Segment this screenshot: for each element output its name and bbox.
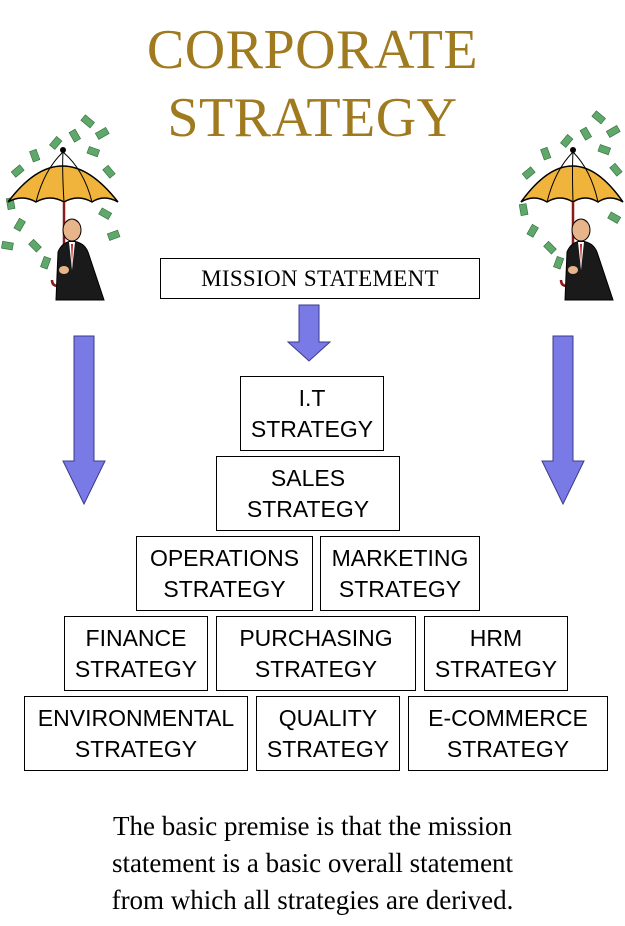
left-down-arrow-icon [62, 335, 106, 505]
center-down-arrow-icon [287, 304, 331, 362]
finance-strategy-line-2: STRATEGY [74, 655, 198, 682]
hrm-strategy-box: HRM STRATEGY [424, 616, 568, 691]
finance-strategy-line-1: FINANCE [85, 624, 187, 651]
caption-line-2: statement is a basic overall statement [111, 848, 514, 878]
hrm-strategy-line-2: STRATEGY [434, 655, 558, 682]
marketing-strategy-box: MARKETING STRATEGY [320, 536, 480, 611]
mission-statement-label: MISSION STATEMENT [201, 266, 439, 291]
ecommerce-strategy-box: E-COMMERCE STRATEGY [408, 696, 608, 771]
mission-statement-box: MISSION STATEMENT [160, 258, 480, 299]
quality-strategy-line-2: STRATEGY [266, 735, 390, 762]
ecommerce-strategy-line-1: E-COMMERCE [428, 704, 588, 731]
page-title-line-1: CORPORATE [146, 19, 479, 81]
it-strategy-box: I.T STRATEGY [240, 376, 384, 451]
environmental-strategy-box: ENVIRONMENTAL STRATEGY [24, 696, 248, 771]
caption-line-1: The basic premise is that the mission [113, 811, 512, 841]
sales-strategy-line-2: STRATEGY [246, 495, 370, 522]
operations-strategy-line-2: STRATEGY [163, 575, 286, 602]
man-with-umbrella-left-icon [1, 114, 121, 301]
environmental-strategy-line-2: STRATEGY [74, 735, 198, 762]
marketing-strategy-line-2: STRATEGY [338, 575, 462, 602]
purchasing-strategy-line-1: PURCHASING [239, 624, 393, 651]
sales-strategy-line-1: SALES [270, 464, 346, 491]
it-strategy-line-1: I.T [298, 384, 326, 411]
page-title-line-2: STRATEGY [167, 87, 458, 149]
environmental-strategy-line-1: ENVIRONMENTAL [37, 704, 235, 731]
sales-strategy-box: SALES STRATEGY [216, 456, 400, 531]
it-strategy-line-2: STRATEGY [250, 415, 374, 442]
marketing-strategy-line-1: MARKETING [331, 544, 469, 571]
purchasing-strategy-line-2: STRATEGY [254, 655, 378, 682]
operations-strategy-box: OPERATIONS STRATEGY [136, 536, 313, 611]
quality-strategy-line-1: QUALITY [278, 704, 378, 731]
finance-strategy-box: FINANCE STRATEGY [64, 616, 208, 691]
quality-strategy-box: QUALITY STRATEGY [256, 696, 400, 771]
purchasing-strategy-box: PURCHASING STRATEGY [216, 616, 416, 691]
caption: The basic premise is that the mission st… [0, 808, 625, 919]
caption-line-3: from which all strategies are derived. [111, 885, 514, 915]
operations-strategy-line-1: OPERATIONS [149, 544, 300, 571]
hrm-strategy-line-1: HRM [469, 624, 523, 651]
right-down-arrow-icon [541, 335, 585, 505]
man-with-umbrella-right-icon [518, 110, 624, 301]
ecommerce-strategy-line-2: STRATEGY [446, 735, 570, 762]
